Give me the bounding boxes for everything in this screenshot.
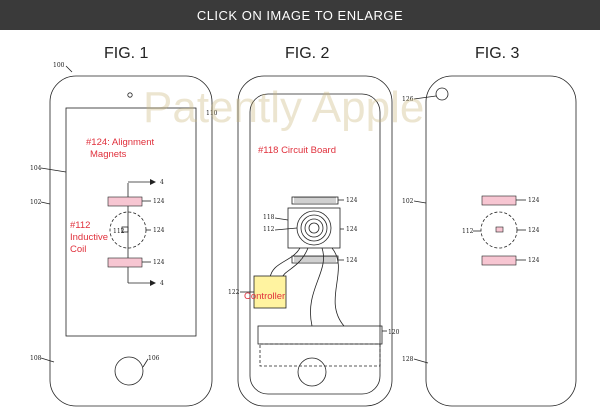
- fig3-magnet-bottom: [481, 255, 517, 266]
- fig3-magnet-top: [481, 195, 517, 206]
- watermark: Patently Apple: [143, 83, 424, 132]
- fig1-ref-108: 108: [30, 355, 42, 362]
- fig1-home-button: [114, 356, 144, 386]
- fig3-ref-124a: 124: [528, 197, 540, 204]
- fig1-leader-108: [40, 357, 55, 363]
- fig1-annotation-magnets-line2: Magnets: [90, 149, 127, 160]
- fig3-coil-center: [495, 226, 504, 233]
- fig1-arrow-label-bottom: 4: [160, 280, 164, 287]
- fig3-ref-124b: 124: [528, 227, 540, 234]
- fig3-rear-camera: [435, 87, 449, 101]
- fig2-annotation-controller: Controller: [244, 291, 285, 302]
- fig3-leader-128: [413, 358, 429, 364]
- fig1-ref-102: 102: [30, 199, 42, 206]
- fig2-magnet-top: [291, 196, 339, 205]
- fig1-ref-104: 104: [30, 165, 42, 172]
- fig2-magnet-bottom: [291, 255, 339, 264]
- fig1-leader-106: [142, 358, 149, 368]
- fig1-screen: [65, 107, 197, 337]
- fig1-annotation-coil-line2: Inductive: [70, 232, 108, 243]
- fig2-circuit-board: [287, 207, 341, 249]
- fig1-annotation-coil-line3: Coil: [70, 244, 86, 255]
- fig1-ref-110: 110: [206, 110, 218, 117]
- fig2-battery-dashed: [259, 343, 381, 367]
- enlarge-banner[interactable]: CLICK ON IMAGE TO ENLARGE: [0, 0, 600, 30]
- fig2-coil-ring-3: [304, 218, 324, 238]
- fig1-magnet-bottom: [107, 257, 143, 268]
- fig2-battery-block: [257, 325, 383, 345]
- fig3-ref-128: 128: [402, 356, 414, 363]
- fig2-ref-118: 118: [263, 214, 275, 221]
- fig2-ref-112: 112: [263, 226, 275, 233]
- fig2-inner-outline: [249, 93, 381, 395]
- fig2-ref-120: 120: [388, 329, 400, 336]
- fig2-ref-124c: 124: [346, 257, 358, 264]
- fig1-arrow-label-top: 4: [160, 179, 164, 186]
- fig1-coil-center: [121, 226, 129, 233]
- fig3-phone-outline: [425, 75, 577, 407]
- fig1-annotation-coil-line1: #112: [70, 220, 90, 231]
- fig2-coil-ring-1: [296, 210, 332, 246]
- fig2-home-button: [297, 357, 327, 387]
- fig1-magnet-top: [107, 196, 143, 207]
- fig2-coil-ring-2: [300, 214, 328, 242]
- fig2-phone-outline: [237, 75, 393, 407]
- fig2-annotation-board: #118 Circuit Board: [258, 145, 336, 156]
- fig1-leader-104: [40, 167, 67, 173]
- fig1-ref-124a: 124: [153, 198, 165, 205]
- fig1-ref-112: 112: [113, 228, 125, 235]
- fig1-arrowhead-bottom: [150, 280, 156, 286]
- fig2-title: FIG. 2: [285, 45, 330, 62]
- fig1-front-camera: [127, 92, 133, 98]
- fig1-arrowhead-top: [150, 179, 156, 185]
- fig3-leader-102: [413, 200, 427, 204]
- fig1-phone-outline: [49, 75, 213, 407]
- fig1-title: FIG. 1: [104, 45, 149, 62]
- fig2-ref-124b: 124: [346, 226, 358, 233]
- fig2-magnet-bottom-hatch: [294, 256, 336, 262]
- fig2-leader-118: [274, 217, 289, 221]
- fig2-wire-1: [269, 247, 301, 279]
- fig1-ref-106: 106: [148, 355, 160, 362]
- fig3-ref-112: 112: [462, 228, 474, 235]
- fig3-ref-126: 126: [402, 96, 414, 103]
- fig1-ref-124c: 124: [153, 259, 165, 266]
- fig2-ref-124a: 124: [346, 197, 358, 204]
- fig2-leader-112: [274, 227, 298, 231]
- fig1-leader-100: [65, 65, 73, 73]
- fig1-ref-124b: 124: [153, 227, 165, 234]
- fig3-leader-126: [413, 95, 437, 100]
- fig2-ref-122: 122: [228, 289, 240, 296]
- fig2-coil-ring-4: [308, 222, 320, 234]
- patent-figure-canvas: FIG. 1 100 104 102 108 106 110 4 4 124 1…: [30, 45, 577, 407]
- fig2-magnet-top-hatch: [294, 197, 336, 203]
- fig3-ref-102: 102: [402, 198, 414, 205]
- fig3-title: FIG. 3: [475, 45, 520, 62]
- fig2-controller-chip: [253, 275, 287, 309]
- fig3-ref-124c: 124: [528, 257, 540, 264]
- fig1-ref-100: 100: [53, 62, 65, 69]
- fig1-annotation-magnets-line1: #124: Alignment: [86, 137, 154, 148]
- fig2-wire-4: [331, 247, 345, 327]
- fig1-leader-102: [40, 201, 51, 205]
- fig2-wire-3: [310, 247, 324, 327]
